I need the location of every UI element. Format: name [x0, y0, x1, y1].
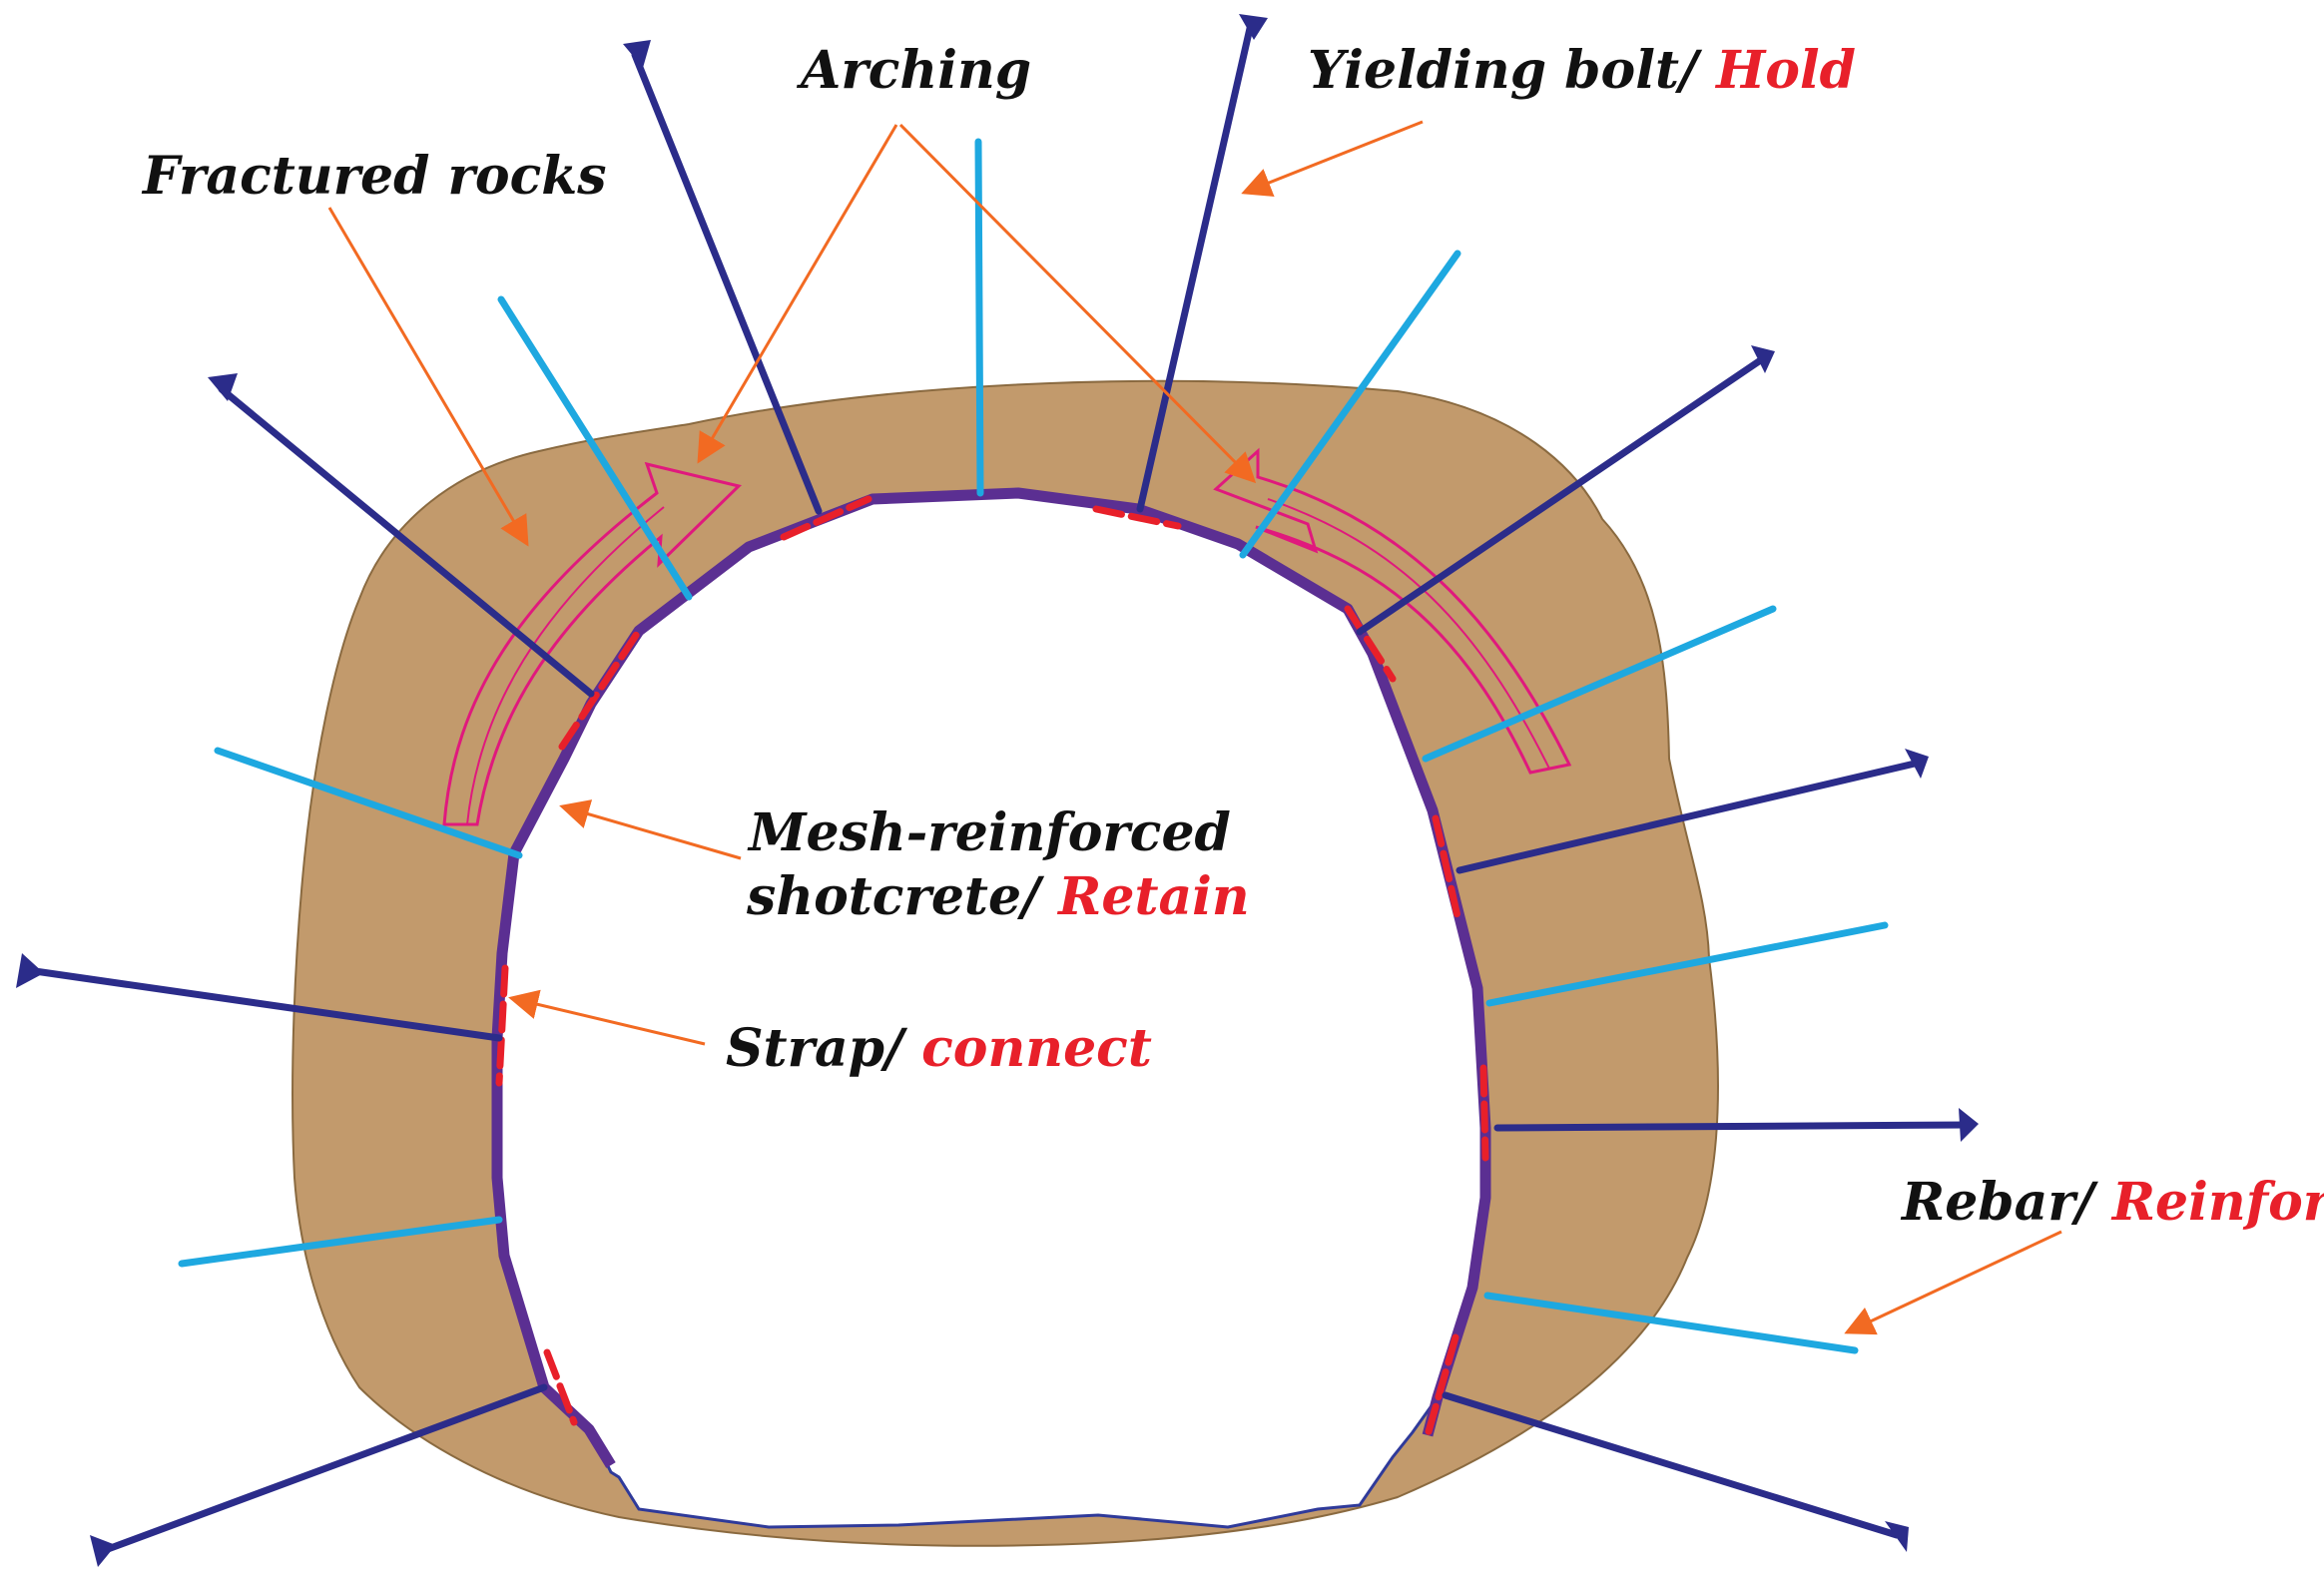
bolt-end-plate [1959, 1108, 1979, 1142]
yielding-bolt-line [1136, 20, 1255, 513]
rebar-name: Rebar/ [1900, 1172, 2112, 1233]
yielding-bolt-line [96, 1383, 548, 1556]
bolt-end-plate [1885, 1521, 1909, 1552]
arching-label: Arching [796, 40, 1031, 101]
rebar-line [1485, 921, 1889, 1007]
bolt-end-plate [623, 40, 651, 68]
mesh-shotcrete-arrow [559, 799, 742, 860]
bolt-end-plate [16, 953, 44, 988]
yielding-bolt-arrow [1241, 120, 1424, 197]
rebar-line [214, 747, 523, 859]
strap-segment [495, 964, 509, 1087]
rebar-function: Reinforce [2110, 1172, 2324, 1233]
arching-right-arrow [898, 123, 1257, 484]
strap-segment [780, 495, 872, 541]
bolt-end-plate [1239, 14, 1268, 40]
rebar-line [974, 138, 984, 497]
yielding-bolt-line [1356, 357, 1763, 636]
yielding-bolt-line [1455, 760, 1919, 874]
arching-left-outline [442, 461, 742, 826]
rebar-label: Rebar/ Reinforce [1900, 1172, 2324, 1233]
yielding-bolt-name: Yielding bolt/ [1308, 40, 1716, 101]
yielding-bolt-line [631, 51, 823, 515]
leader-arrows [327, 120, 2062, 1335]
strap-segment [543, 1348, 578, 1426]
strap-segment [1432, 814, 1461, 920]
yielding-bolt-line [218, 385, 595, 698]
mesh-shotcrete-label-line1: Mesh-reinforced [747, 802, 1231, 863]
mesh-shotcrete-name: shotcrete/ [746, 866, 1058, 927]
strap-segment [558, 627, 643, 751]
fractured-rocks-arrow [327, 207, 529, 547]
rebar-line [497, 295, 693, 601]
yielding-bolt-line [1442, 1391, 1901, 1539]
yielding-bolt-function: Hold [1714, 40, 1856, 101]
arching-right-outline [1213, 447, 1572, 775]
arching-left-arrow [697, 124, 898, 464]
mesh-shotcrete-function: Retain [1056, 866, 1250, 927]
arching-left-inner [466, 506, 665, 825]
rebar-line [1483, 1292, 1859, 1354]
bolt-end-plate [1905, 749, 1929, 779]
strap-arrow [508, 989, 706, 1046]
bolt-end-plate [208, 373, 238, 401]
strap-segment [1424, 1333, 1459, 1439]
fractured-rocks-label: Fractured rocks [141, 146, 607, 207]
rebars [178, 138, 1889, 1354]
tunnel-opening [495, 491, 1487, 1529]
yielding-bolts [24, 20, 1973, 1556]
rebar-line [1422, 605, 1777, 763]
arching-right-inner [1267, 498, 1550, 770]
bolt-end-plate [1751, 345, 1775, 373]
strap-name: Strap/ [726, 1018, 921, 1079]
straps [495, 495, 1489, 1439]
mesh-shotcrete-label-line2: shotcrete/ Retain [746, 866, 1250, 927]
rebar-line [178, 1216, 503, 1268]
strap-segment [1344, 605, 1397, 683]
rebar-arrow [1844, 1230, 2062, 1335]
bolt-end-plate [90, 1535, 116, 1567]
strap-label: Strap/ connect [726, 1018, 1152, 1079]
strap-function: connect [921, 1018, 1152, 1079]
yielding-bolt-line [1493, 1121, 1973, 1132]
bolt-end-plates [16, 14, 1979, 1567]
rebar-line [1239, 250, 1461, 559]
yielding-bolt-label: Yielding bolt/ Hold [1308, 40, 1856, 101]
yielding-bolt-line [24, 966, 503, 1042]
strap-segment [1092, 505, 1182, 530]
strap-segment [1479, 1064, 1489, 1162]
